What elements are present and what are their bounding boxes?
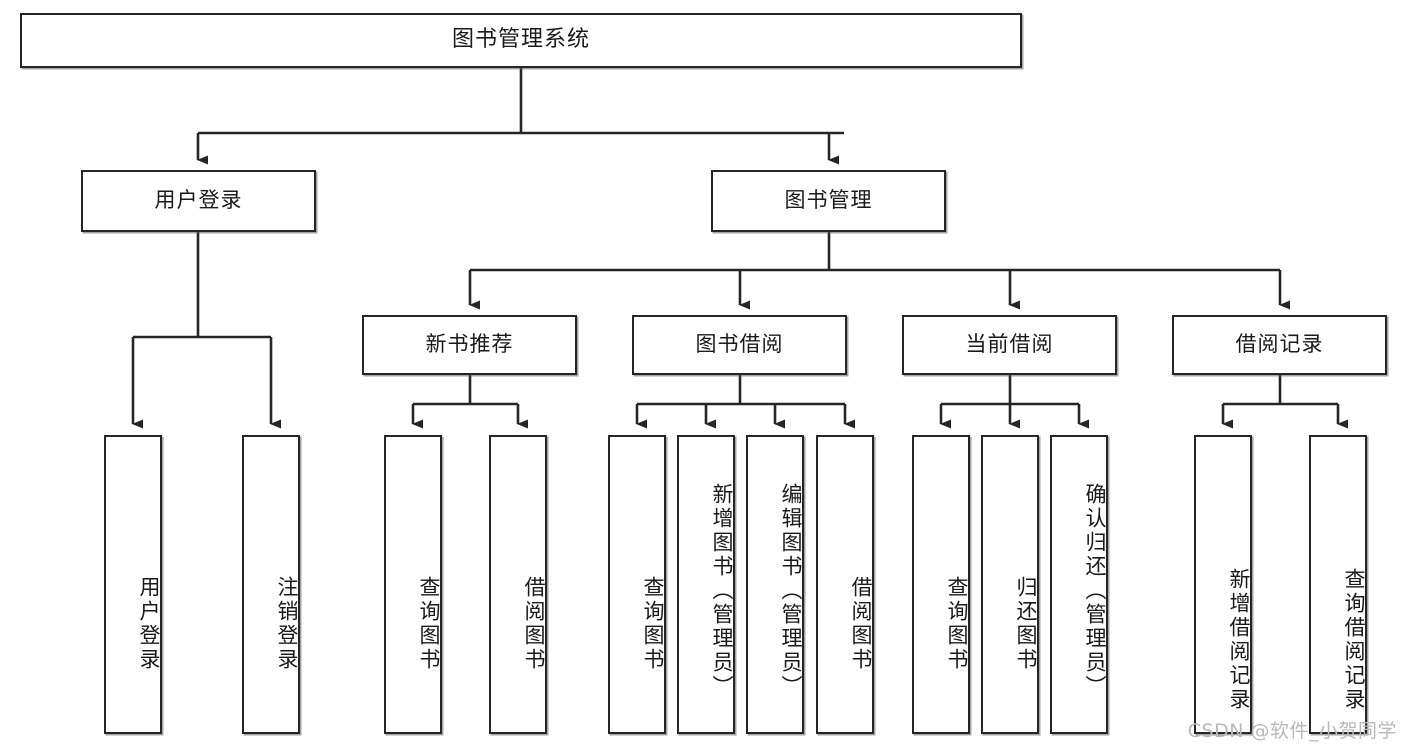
- node-new-book-recommend[interactable]: 新书推荐: [362, 315, 577, 375]
- node-label: 图书管理系统: [451, 27, 590, 53]
- leaf-record-query-record[interactable]: 查询借阅记录: [1309, 435, 1367, 734]
- leaf-user-login-signout[interactable]: 注销登录: [242, 435, 300, 734]
- node-label: 查询图书: [641, 575, 665, 672]
- node-label: 图书借阅: [695, 332, 784, 357]
- leaf-user-login-signin[interactable]: 用户登录: [104, 435, 162, 734]
- node-label: 确认归还（管理员）: [1083, 482, 1107, 699]
- node-book-management[interactable]: 图书管理: [711, 170, 946, 232]
- node-label: 新增图书（管理员）: [710, 482, 734, 699]
- leaf-borrow-query-book[interactable]: 查询图书: [608, 435, 666, 734]
- csdn-watermark: CSDN @软件_小贺同学: [1187, 720, 1397, 742]
- node-borrow-record[interactable]: 借阅记录: [1172, 315, 1387, 375]
- leaf-borrow-edit-book-admin[interactable]: 编辑图书（管理员）: [746, 435, 804, 734]
- node-label: 借阅图书: [849, 575, 873, 672]
- node-label: 查询图书: [945, 575, 969, 672]
- node-label: 归还图书: [1014, 575, 1038, 672]
- node-root-system[interactable]: 图书管理系统: [20, 13, 1022, 68]
- leaf-recommend-borrow-book[interactable]: 借阅图书: [489, 435, 547, 734]
- leaf-recommend-query-book[interactable]: 查询图书: [384, 435, 442, 734]
- node-book-borrow[interactable]: 图书借阅: [632, 315, 847, 375]
- node-label: 查询图书: [417, 575, 441, 672]
- node-label: 注销登录: [275, 575, 299, 672]
- node-label: 用户登录: [137, 575, 161, 672]
- leaf-borrow-add-book-admin[interactable]: 新增图书（管理员）: [677, 435, 735, 734]
- node-label: 图书管理: [784, 188, 873, 213]
- node-user-login[interactable]: 用户登录: [81, 170, 316, 232]
- leaf-current-confirm-return-admin[interactable]: 确认归还（管理员）: [1050, 435, 1108, 734]
- leaf-current-query-book[interactable]: 查询图书: [912, 435, 970, 734]
- node-label: 用户登录: [154, 188, 243, 213]
- leaf-borrow-borrow-book[interactable]: 借阅图书: [816, 435, 874, 734]
- node-current-borrow[interactable]: 当前借阅: [902, 315, 1117, 375]
- node-label: 新增借阅记录: [1227, 567, 1251, 712]
- node-label: 编辑图书（管理员）: [779, 482, 803, 699]
- node-label: 当前借阅: [965, 332, 1054, 357]
- leaf-current-return-book[interactable]: 归还图书: [981, 435, 1039, 734]
- leaf-record-add-record[interactable]: 新增借阅记录: [1194, 435, 1252, 734]
- node-label: 查询借阅记录: [1342, 567, 1366, 712]
- node-label: 借阅记录: [1235, 332, 1324, 357]
- node-label: 借阅图书: [522, 575, 546, 672]
- node-label: 新书推荐: [425, 332, 514, 357]
